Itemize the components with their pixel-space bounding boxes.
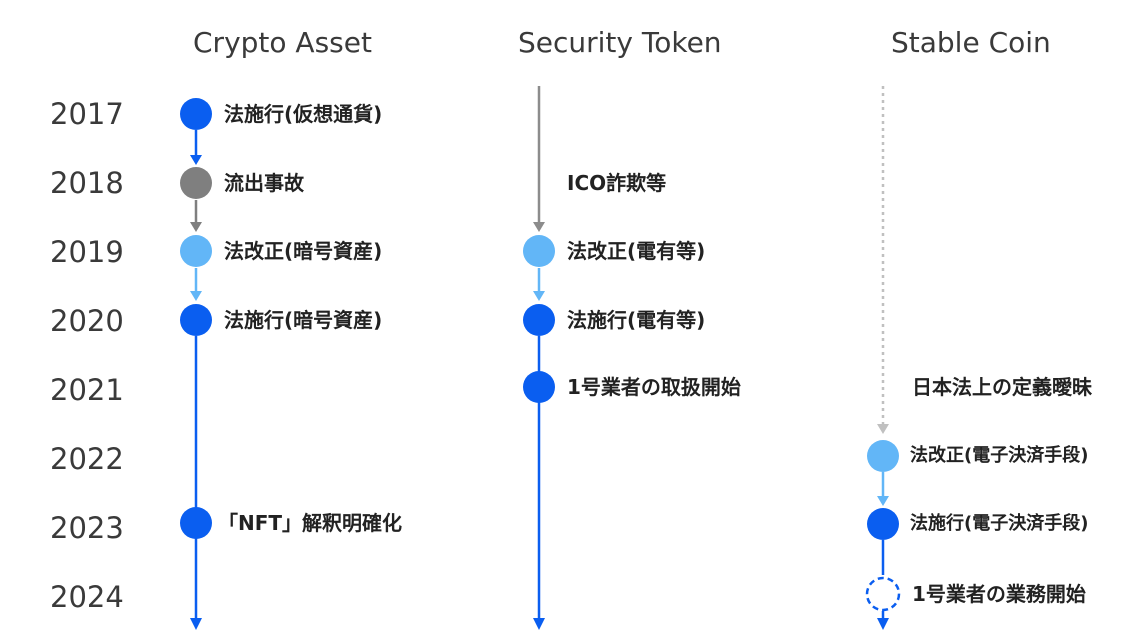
year-2017: 2017 [50, 97, 124, 131]
crypto-event-2018: 流出事故 [224, 171, 304, 195]
crypto-node-2019 [180, 235, 212, 267]
crypto-arrowhead-2019 [190, 222, 202, 232]
stable-node-2023 [867, 508, 899, 540]
stable-event-2022: 法改正(電子決済手段) [910, 445, 1089, 466]
stable-event-2023: 法施行(電子決済手段) [910, 513, 1089, 534]
year-2022: 2022 [50, 442, 124, 476]
stable-node-2022 [867, 440, 899, 472]
crypto-node-2018 [180, 167, 212, 199]
column-title-security-token: Security Token [518, 26, 722, 59]
stable-arrowhead-2023 [877, 496, 889, 506]
year-2020: 2020 [50, 304, 124, 338]
security-node-2019 [523, 235, 555, 267]
stable-event-2021: 日本法上の定義曖昧 [912, 375, 1092, 399]
crypto-event-2017: 法施行(仮想通貨) [224, 102, 383, 126]
security-event-2019: 法改正(電有等) [567, 239, 706, 263]
crypto-node-2017 [180, 98, 212, 130]
crypto-arrowhead-2018 [190, 155, 202, 165]
year-2024: 2024 [50, 580, 124, 614]
crypto-event-2019: 法改正(暗号資産) [224, 239, 383, 263]
security-event-2021: 1号業者の取扱開始 [567, 375, 741, 399]
security-arrowhead-2020 [533, 291, 545, 301]
column-title-crypto-asset: Crypto Asset [193, 26, 372, 59]
year-2019: 2019 [50, 235, 124, 269]
column-title-stable-coin: Stable Coin [891, 26, 1051, 59]
security-arrowhead-end [533, 618, 545, 630]
crypto-event-2020: 法施行(暗号資産) [224, 308, 383, 332]
crypto-node-2023 [180, 507, 212, 539]
security-node-2021 [523, 371, 555, 403]
stable-event-2024: 1号業者の業務開始 [912, 582, 1086, 606]
security-arrowhead-2019 [533, 222, 545, 232]
crypto-arrowhead-end [190, 618, 202, 630]
security-event-2018: ICO詐欺等 [567, 171, 667, 195]
security-event-2020: 法施行(電有等) [567, 308, 706, 332]
year-2018: 2018 [50, 166, 124, 200]
crypto-arrowhead-2020 [190, 291, 202, 301]
crypto-event-2023: 「NFT」解釈明確化 [218, 511, 403, 535]
year-2023: 2023 [50, 511, 124, 545]
year-2021: 2021 [50, 373, 124, 407]
crypto-node-2020 [180, 304, 212, 336]
stable-arrowhead-2022 [877, 424, 889, 434]
stable-node-2024-planned [865, 576, 901, 612]
security-node-2020 [523, 304, 555, 336]
stable-arrowhead-end [877, 618, 889, 630]
